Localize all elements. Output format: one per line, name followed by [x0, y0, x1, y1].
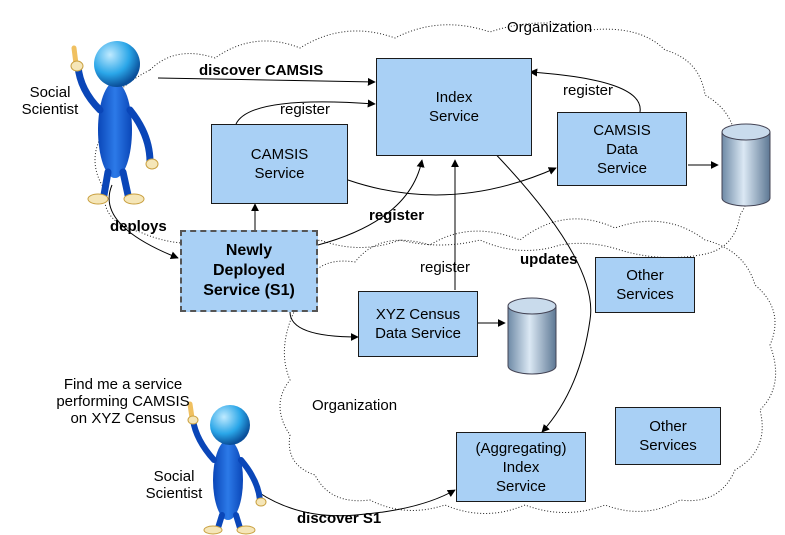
- arrow-camsis-data-register: [529, 68, 641, 113]
- database-icon-top: [721, 123, 771, 207]
- social-scientist-label-bottom: Social Scientist: [145, 468, 203, 502]
- arrow-discover-s1: [257, 489, 456, 517]
- deploys-label: deploys: [110, 218, 167, 235]
- register-label-newly-deployed: register: [369, 207, 425, 224]
- camsis-data-service-box: CAMSIS Data Service: [557, 112, 687, 186]
- register-label-camsis-data: register: [563, 82, 614, 99]
- other-services-box-2: Other Services: [615, 407, 721, 465]
- arrow-newly-register: [317, 159, 425, 246]
- find-me-a-service-label: Find me a service performing CAMSIS on X…: [56, 376, 190, 427]
- discover-s1-label: discover S1: [297, 510, 382, 527]
- updates-label: updates: [520, 251, 578, 268]
- camsis-service-box: CAMSIS Service: [211, 124, 348, 204]
- other-services-box-1: Other Services: [595, 257, 695, 313]
- aggregating-index-service-box: (Aggregating) Index Service: [456, 432, 586, 502]
- social-scientist-figure-top: [70, 41, 159, 205]
- organization-label-top: Organization: [507, 19, 593, 36]
- organization-label-bottom: Organization: [312, 397, 398, 414]
- xyz-census-data-service-box: XYZ Census Data Service: [358, 291, 478, 357]
- arrow-deploys: [108, 184, 179, 260]
- arrow-camsis-register: [235, 99, 376, 125]
- organization-cloud-top: [94, 22, 750, 259]
- social-scientist-figure-bottom: [187, 401, 267, 535]
- index-service-box: Index Service: [376, 58, 532, 156]
- arrow-discover-camsis: [157, 77, 376, 86]
- arrow-camsis-to-data-service: [347, 167, 557, 196]
- newly-deployed-service-box: Newly Deployed Service (S1): [180, 230, 318, 312]
- arrow-updates: [481, 139, 592, 433]
- arrow-newly-to-xyz: [289, 311, 359, 341]
- discover-camsis-label: discover CAMSIS: [199, 62, 324, 79]
- register-label-camsis: register: [280, 101, 331, 118]
- register-label-xyz: register: [420, 259, 471, 276]
- database-icon-bottom: [507, 297, 557, 375]
- social-scientist-label-top: Social Scientist: [21, 84, 79, 118]
